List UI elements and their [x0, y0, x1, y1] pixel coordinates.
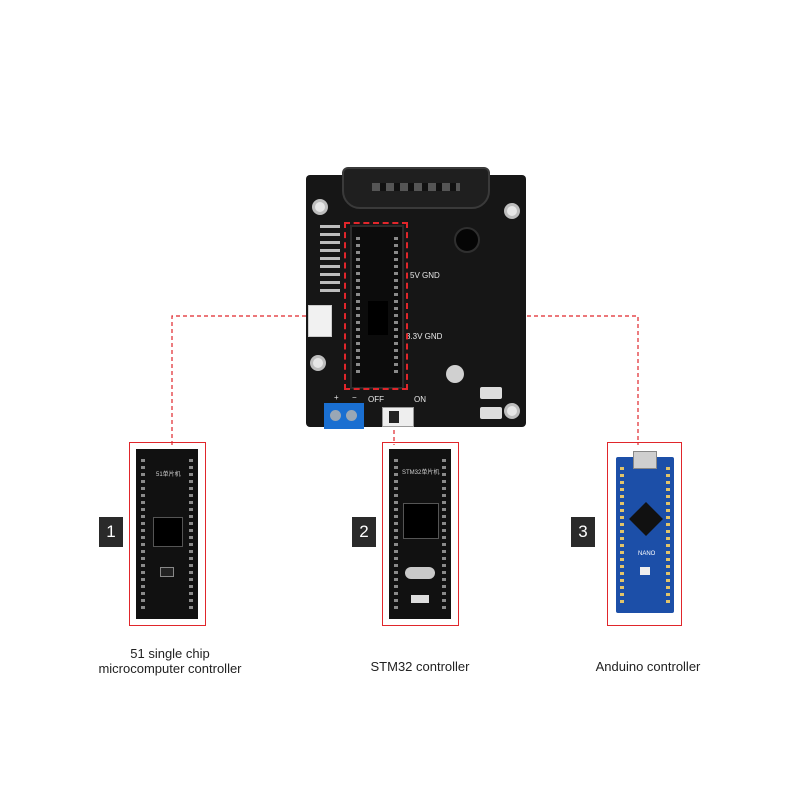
controller-51-module: 51单片机: [136, 449, 198, 619]
caption-1: 51 single chip microcomputer controller: [60, 646, 280, 676]
ps2-connector: [342, 167, 490, 209]
servo-header-pins: [320, 225, 340, 295]
reset-button[interactable]: [640, 567, 650, 575]
reset-button[interactable]: [411, 595, 429, 603]
label-3v3-gnd: 3.3V GND: [406, 332, 443, 341]
caption-3-line1: Anduino controller: [595, 659, 701, 674]
capacitor: [446, 365, 464, 383]
controller-frame-3: NANO: [607, 442, 682, 626]
chip-label-3: NANO: [638, 551, 656, 557]
connector-line-3: [408, 315, 639, 445]
power-switch[interactable]: [382, 407, 414, 427]
label-off: OFF: [368, 395, 384, 404]
buzzer: [454, 227, 480, 253]
usb-port: [633, 451, 657, 469]
power-terminal-block: [324, 403, 364, 429]
mount-hole: [310, 355, 326, 371]
chip-label-2: STM32单片机: [402, 470, 440, 476]
controller-number-3: 3: [571, 517, 595, 547]
jst-connector: [308, 305, 332, 337]
caption-2-line1: STM32 controller: [370, 659, 470, 674]
controller-frame-1: 51单片机: [129, 442, 206, 626]
reset-button[interactable]: [480, 387, 502, 399]
socket-highlight: [344, 222, 408, 390]
mount-hole: [312, 199, 328, 215]
controller-stm32-module: STM32单片机: [389, 449, 451, 619]
caption-1-line1: 51 single chip: [130, 646, 210, 661]
label-5v-gnd: 5V GND: [410, 271, 440, 280]
caption-3: Anduino controller: [548, 659, 748, 674]
controller-socket: [350, 225, 404, 389]
label-on: ON: [414, 395, 426, 404]
label-minus: −: [352, 393, 357, 402]
chip-icon: [153, 517, 183, 547]
chip-icon: [403, 503, 439, 539]
controller-frame-2: STM32单片机: [382, 442, 459, 626]
controller-number-1: 1: [99, 517, 123, 547]
chip-label-1: 51单片机: [156, 472, 181, 478]
reset-button[interactable]: [480, 407, 502, 419]
jumper: [160, 567, 174, 577]
controller-arduino-nano-module: NANO: [616, 451, 674, 613]
chip-icon: [629, 502, 663, 536]
controller-number-2: 2: [352, 517, 376, 547]
label-plus: +: [334, 393, 339, 402]
mount-hole: [504, 403, 520, 419]
mount-hole: [504, 203, 520, 219]
servo-control-board: 5V GND 3.3V GND + − OFF ON: [306, 167, 526, 429]
caption-1-line2: microcomputer controller: [98, 661, 242, 676]
crystal-oscillator: [405, 567, 435, 579]
connector-line-1: [171, 315, 345, 445]
caption-2: STM32 controller: [320, 659, 520, 674]
